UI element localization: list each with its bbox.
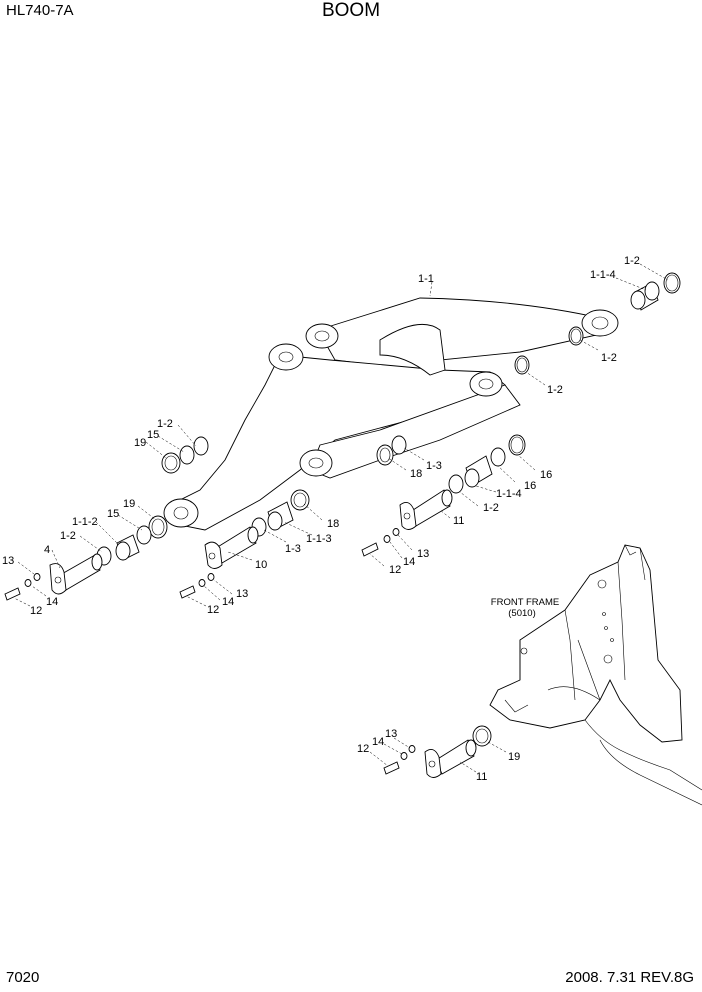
upper-left-bushing-set	[161, 436, 209, 474]
revision-date: 2008. 7.31 REV.8G	[565, 969, 694, 986]
pin-10	[204, 526, 259, 569]
bolt-set-left	[4, 573, 41, 601]
upper-right-bushing-set	[514, 272, 681, 375]
callout-13-mid: 13	[417, 548, 429, 560]
callout-1-3-low: 1-3	[285, 543, 301, 555]
bolt-set-mid	[361, 528, 400, 557]
boom-body	[163, 297, 619, 531]
page-number: 7020	[6, 969, 40, 986]
callout-1-2-r1: 1-2	[601, 352, 617, 364]
callout-16-a: 16	[540, 469, 552, 481]
callout-12-l: 12	[30, 605, 42, 617]
callout-1-1: 1-1	[418, 273, 434, 285]
pin-11-mid	[399, 489, 453, 530]
callout-4: 4	[44, 544, 50, 556]
pin-4	[49, 553, 103, 595]
callout-12-mid: 12	[389, 564, 401, 576]
callouts: 1-1 1-2 1-1-4 1-2 1-2 1-2 19 15 18 1-3 1…	[2, 255, 640, 783]
callout-11-mid: 11	[453, 515, 464, 527]
callout-1-2-l: 1-2	[60, 530, 76, 542]
callout-19-ul: 19	[134, 437, 146, 449]
callout-11-b: 11	[476, 771, 487, 783]
callout-1-1-4-top: 1-1-4	[590, 269, 616, 281]
callout-15-l: 15	[107, 508, 119, 520]
callout-1-3-mid: 1-3	[426, 460, 442, 472]
callout-13-lc: 13	[236, 588, 248, 600]
callout-14-b: 14	[372, 736, 384, 748]
frame-label-number: (5010)	[508, 608, 535, 619]
callout-1-2-r2: 1-2	[547, 384, 563, 396]
callout-15-ul: 15	[147, 429, 159, 441]
callout-14-lc: 14	[222, 596, 234, 608]
callout-1-1-4-mid: 1-1-4	[496, 488, 522, 500]
callout-16-b: 16	[524, 480, 536, 492]
callout-13-b: 13	[385, 728, 397, 740]
leader-lines	[13, 263, 669, 773]
callout-18-low: 18	[327, 518, 339, 530]
callout-19-b: 19	[508, 751, 520, 763]
pin-11-bottom	[424, 725, 492, 778]
callout-12-b: 12	[357, 743, 369, 755]
callout-19-l: 19	[123, 498, 135, 510]
callout-1-2-ul: 1-2	[157, 418, 173, 430]
frame-label-name: FRONT FRAME	[491, 597, 559, 608]
bolt-set-lc	[179, 573, 215, 599]
callout-1-2-mid: 1-2	[483, 502, 499, 514]
callout-14-l: 14	[46, 596, 58, 608]
mid-bushing-set	[376, 434, 526, 494]
callout-14-mid: 14	[403, 556, 415, 568]
model-number: HL740-7A	[6, 2, 74, 19]
callout-18-mid: 18	[410, 468, 422, 480]
front-frame	[489, 544, 702, 806]
callout-10: 10	[255, 559, 267, 571]
callout-13-l: 13	[2, 555, 14, 567]
bolt-set-bottom	[383, 745, 416, 775]
callout-1-1-2: 1-1-2	[72, 516, 98, 528]
page-title: BOOM	[321, 0, 381, 21]
callout-1-1-3: 1-1-3	[306, 533, 332, 545]
callout-12-lc: 12	[207, 604, 219, 616]
callout-1-2-top: 1-2	[624, 255, 640, 267]
